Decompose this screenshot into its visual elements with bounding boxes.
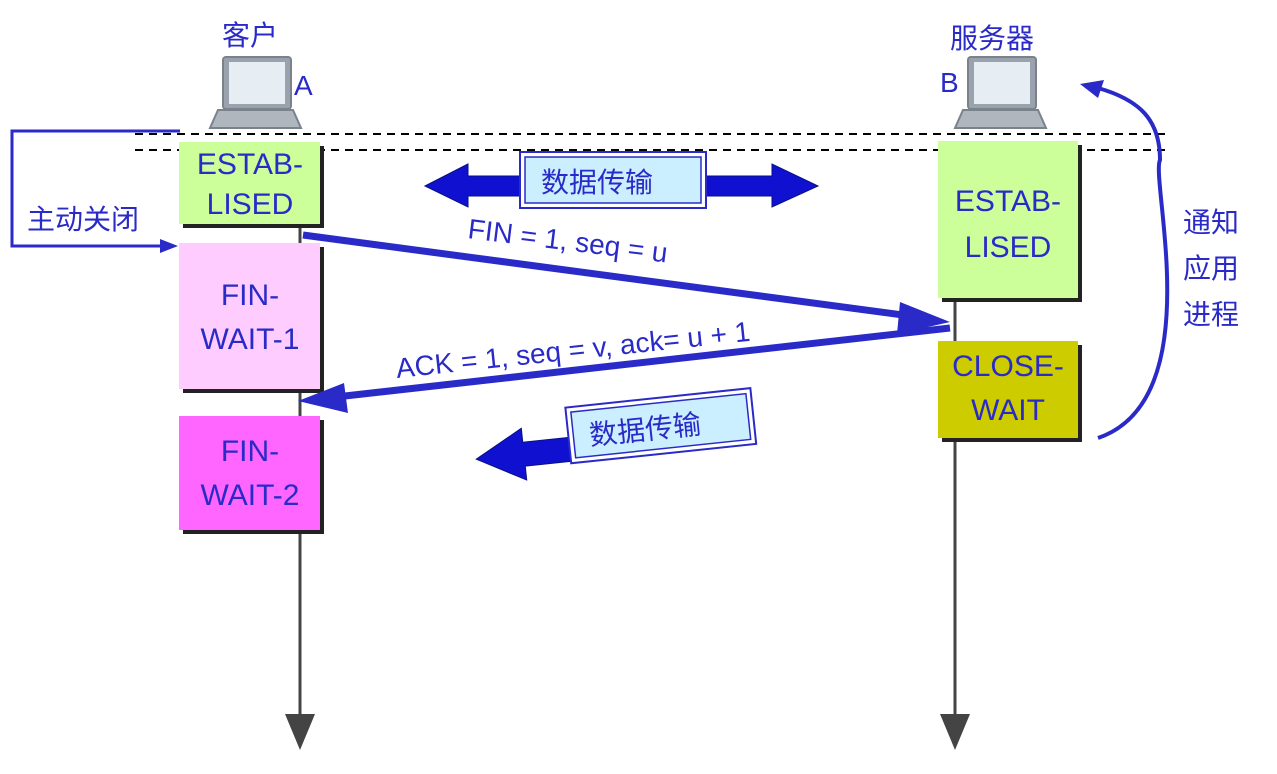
data-transfer-one-way-arrow: 数据传输 bbox=[475, 387, 758, 481]
server-state-close-wait: CLOSE- WAIT bbox=[938, 341, 1082, 442]
svg-text:CLOSE-: CLOSE- bbox=[952, 350, 1064, 383]
svg-text:FIN-: FIN- bbox=[221, 435, 279, 468]
notify-label-line2: 应用 bbox=[1183, 252, 1239, 285]
svg-text:ESTAB-: ESTAB- bbox=[197, 148, 303, 181]
svg-text:LISED: LISED bbox=[207, 188, 294, 221]
server-label: 服务器 bbox=[950, 22, 1034, 55]
ack-message-arrow bbox=[335, 324, 951, 401]
data-transfer-label-1: 数据传输 bbox=[541, 166, 653, 199]
svg-text:WAIT-1: WAIT-1 bbox=[201, 323, 300, 356]
data-transfer-bidirectional-arrow: 数据传输 bbox=[423, 151, 820, 209]
notify-curve bbox=[1097, 86, 1170, 440]
laptop-icon-client bbox=[208, 56, 303, 129]
ack-arrowhead bbox=[298, 383, 348, 413]
server-state-established: ESTAB- LISED bbox=[938, 141, 1082, 302]
fin-message-arrow bbox=[302, 231, 919, 321]
laptop-icon-server bbox=[953, 56, 1048, 129]
client-state-established: ESTAB- LISED bbox=[179, 142, 324, 228]
server-letter: B bbox=[940, 67, 959, 98]
svg-text:WAIT-2: WAIT-2 bbox=[201, 479, 300, 512]
svg-text:ESTAB-: ESTAB- bbox=[955, 185, 1061, 218]
fin-arrowhead bbox=[897, 302, 950, 334]
notify-label-line1: 通知 bbox=[1183, 206, 1239, 239]
client-state-fin-wait-1: FIN- WAIT-1 bbox=[179, 243, 324, 393]
svg-text:LISED: LISED bbox=[965, 231, 1052, 264]
notify-arrowhead bbox=[1080, 80, 1104, 98]
active-close-bracket bbox=[10, 129, 180, 248]
active-close-arrowhead bbox=[160, 239, 178, 253]
notify-label-line3: 进程 bbox=[1183, 298, 1239, 331]
svg-text:FIN-: FIN- bbox=[221, 279, 279, 312]
svg-text:WAIT: WAIT bbox=[971, 394, 1045, 427]
client-state-fin-wait-2: FIN- WAIT-2 bbox=[179, 416, 324, 534]
active-close-label: 主动关闭 bbox=[27, 203, 139, 236]
client-label: 客户 bbox=[222, 19, 278, 52]
client-letter: A bbox=[294, 70, 313, 101]
